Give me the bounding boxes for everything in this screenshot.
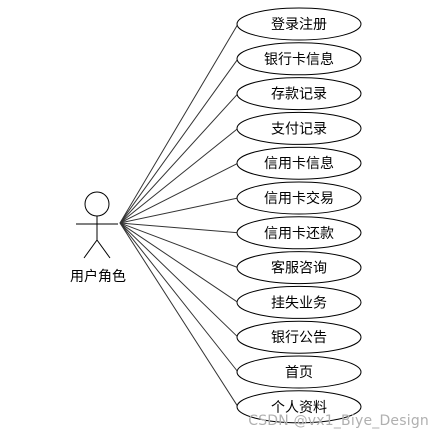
actor-left-leg xyxy=(83,239,98,259)
use-case: 信用卡还款 xyxy=(236,216,362,250)
use-case-label: 支付记录 xyxy=(271,121,327,137)
actor-label: 用户角色 xyxy=(70,268,126,285)
association-line xyxy=(119,222,239,373)
actor-head xyxy=(84,191,110,217)
use-case-label: 个人资料 xyxy=(271,400,327,416)
use-case-label: 客服咨询 xyxy=(271,260,327,277)
use-case: 银行卡信息 xyxy=(236,42,362,76)
association-line xyxy=(119,222,239,234)
association-line xyxy=(119,128,239,224)
actor-right-leg xyxy=(96,239,111,259)
use-case-label: 信用卡还款 xyxy=(264,226,334,242)
use-case-label: 银行卡信息 xyxy=(264,51,334,68)
use-case-label: 登录注册 xyxy=(271,17,327,33)
use-case-ellipse xyxy=(236,355,362,389)
association-line xyxy=(119,58,239,224)
use-case-ellipse xyxy=(236,7,362,41)
use-case-label: 信用卡信息 xyxy=(264,155,334,172)
use-case-ellipse xyxy=(236,146,362,180)
association-line xyxy=(119,23,239,224)
use-case-ellipse xyxy=(236,285,362,319)
use-case-label: 银行公告 xyxy=(271,330,327,346)
association-lines xyxy=(119,23,239,408)
association-line xyxy=(119,162,239,224)
use-case-label: 信用卡交易 xyxy=(264,190,334,207)
use-case-ellipse xyxy=(236,42,362,76)
use-case: 信用卡信息 xyxy=(236,146,362,180)
use-case: 信用卡交易 xyxy=(236,181,362,215)
association-line xyxy=(119,222,239,338)
actor: 用户角色 xyxy=(70,191,126,285)
use-case-label: 存款记录 xyxy=(271,87,327,103)
association-line xyxy=(119,222,239,269)
association-line xyxy=(119,93,239,224)
association-line xyxy=(119,222,239,408)
use-case-ellipse xyxy=(236,77,362,111)
use-case-label: 首页 xyxy=(285,365,313,381)
use-case: 银行公告 xyxy=(236,320,362,354)
use-case-ellipse xyxy=(236,181,362,215)
use-case: 登录注册 xyxy=(236,7,362,41)
use-case: 挂失业务 xyxy=(236,285,362,319)
use-case: 客服咨询 xyxy=(236,251,362,285)
watermark: CSDN @vx1_Biye_Design xyxy=(248,413,429,429)
use-case-ellipse xyxy=(236,320,362,354)
use-case: 存款记录 xyxy=(236,77,362,111)
use-case-ellipse xyxy=(236,216,362,250)
use-case-ellipse xyxy=(236,111,362,145)
use-cases: 登录注册银行卡信息存款记录支付记录信用卡信息信用卡交易信用卡还款客服咨询挂失业务… xyxy=(236,7,362,424)
use-case: 个人资料 xyxy=(236,390,362,424)
association-line xyxy=(119,197,239,224)
use-case-label: 挂失业务 xyxy=(271,295,327,311)
use-case: 首页 xyxy=(236,355,362,389)
association-line xyxy=(119,222,239,303)
use-case-ellipse xyxy=(236,251,362,285)
use-case-ellipse xyxy=(236,390,362,424)
use-case: 支付记录 xyxy=(236,111,362,145)
